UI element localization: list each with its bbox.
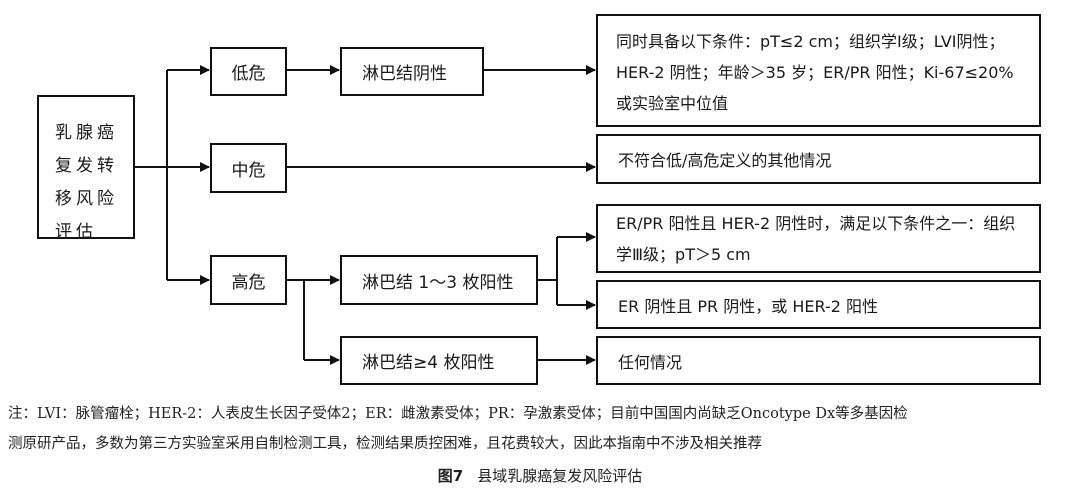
low-node-box: 淋巴结阴性: [340, 47, 484, 96]
high-risk-label: 高危: [231, 272, 266, 293]
figure-title: 县域乳腺癌复发风险评估: [477, 467, 643, 485]
high-1-3-b-text: ER 阴性且 PR 阴性，或 HER-2 阳性: [618, 296, 878, 316]
high-ge4-text: 任何情况: [618, 352, 683, 372]
high-1-3-a-box: ER/PR 阳性且 HER-2 阴性时，满足以下条件之一：组织学Ⅲ级；pT＞5 …: [596, 204, 1041, 273]
high-node-1-3-label: 淋巴结 1～3 枚阳性: [362, 272, 514, 293]
root-label: 乳腺癌复发转移风险评估: [55, 123, 118, 242]
high-node-1-3-box: 淋巴结 1～3 枚阳性: [340, 255, 538, 305]
low-criteria-box: 同时具备以下条件：pT≤2 cm；组织学Ⅰ级；LVI阴性；HER-2 阴性；年龄…: [596, 14, 1041, 127]
low-node-label: 淋巴结阴性: [362, 64, 447, 84]
low-criteria-text: 同时具备以下条件：pT≤2 cm；组织学Ⅰ级；LVI阴性；HER-2 阴性；年龄…: [616, 32, 1014, 113]
figure-caption: 图7 县域乳腺癌复发风险评估: [0, 465, 1080, 486]
low-risk-box: 低危: [210, 47, 287, 96]
high-1-3-a-text: ER/PR 阳性且 HER-2 阴性时，满足以下条件之一：组织学Ⅲ级；pT＞5 …: [616, 214, 1016, 264]
high-1-3-b-box: ER 阴性且 PR 阴性，或 HER-2 阳性: [596, 280, 1041, 329]
high-node-ge4-box: 淋巴结≥4 枚阳性: [340, 336, 538, 385]
note-line-2: 测原研产品，多数为第三方实验室采用自制检测工具，检测结果质控困难，且花费较大，因…: [8, 436, 762, 452]
figure-number: 图7: [437, 467, 464, 485]
high-node-ge4-label: 淋巴结≥4 枚阳性: [362, 353, 495, 373]
mid-criteria-box: 不符合低/高危定义的其他情况: [596, 134, 1041, 184]
low-risk-label: 低危: [231, 64, 266, 84]
mid-criteria-text: 不符合低/高危定义的其他情况: [618, 151, 832, 170]
root-box: 乳腺癌复发转移风险评估: [37, 95, 135, 242]
mid-risk-label: 中危: [231, 160, 266, 181]
note-line-1: 注：LVI：脉管瘤栓；HER-2：人表皮生长因子受体2；ER：雌激素受体；PR：…: [8, 406, 908, 422]
high-ge4-box: 任何情况: [596, 336, 1041, 385]
mid-risk-box: 中危: [210, 143, 287, 193]
high-risk-box: 高危: [210, 255, 287, 305]
